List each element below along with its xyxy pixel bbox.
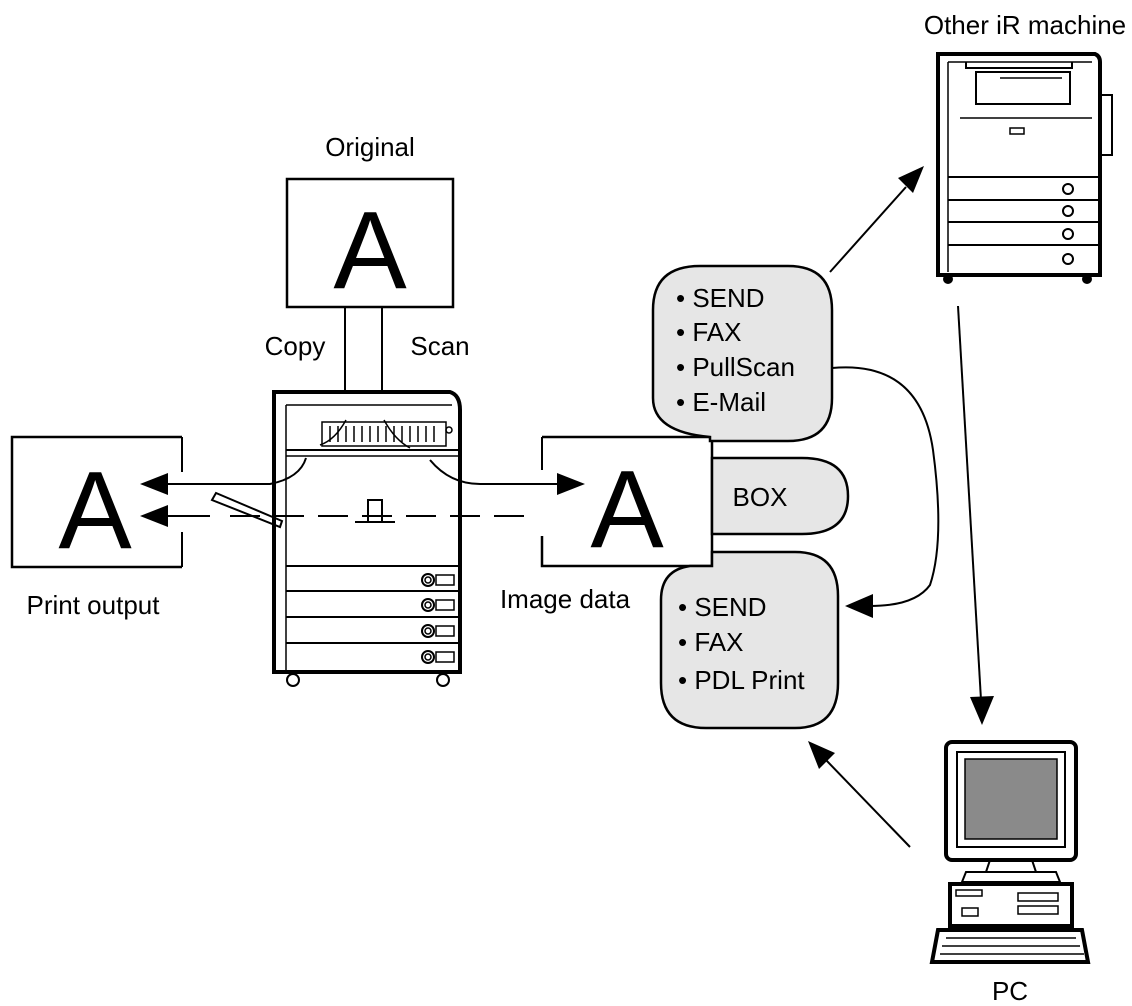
scan-to-data-line	[429, 459, 560, 485]
receive-services-bubble	[659, 550, 840, 730]
send-to-ir-arrowhead	[898, 166, 924, 193]
receive-item: • FAX	[678, 627, 743, 657]
scan-to-data-arrowhead	[557, 473, 585, 495]
copy-output-arrowhead	[140, 473, 168, 495]
send-item: • E-Mail	[676, 387, 766, 417]
ir-to-pc-line	[957, 305, 982, 701]
send-item: • PullScan	[676, 352, 795, 382]
send-to-ir-line	[829, 186, 907, 273]
image-data-document: A	[540, 435, 714, 571]
copy-output-arrow-line	[158, 457, 307, 485]
original-label: Original	[325, 132, 415, 162]
pc-to-receive-arrowhead	[808, 741, 835, 769]
box-label: BOX	[733, 482, 788, 512]
receive-item: • PDL Print	[678, 665, 805, 695]
other-ir-machine-label: Other iR machine	[924, 10, 1126, 40]
scan-label: Scan	[410, 331, 469, 361]
other-ir-machine	[936, 52, 1113, 284]
image-data-label: Image data	[500, 584, 631, 614]
ir-to-pc-arrowhead	[970, 696, 994, 725]
drawer-handles	[421, 573, 455, 664]
original-letter: A	[333, 189, 407, 312]
pullscan-to-receive-line	[831, 366, 940, 607]
send-item: • SEND	[676, 283, 765, 313]
scanner-vents	[329, 426, 435, 442]
copier-machine	[210, 390, 462, 687]
pc-computer	[929, 740, 1091, 964]
receive-services-list: • SEND • FAX • PDL Print	[678, 592, 805, 695]
print-output-letter: A	[58, 449, 132, 572]
send-services-bubble	[651, 264, 834, 443]
print-output-label: Print output	[27, 590, 161, 620]
box-bubble	[710, 456, 850, 536]
monitor-screen	[964, 758, 1058, 840]
receive-item: • SEND	[678, 592, 767, 622]
pc-label: PC	[992, 976, 1028, 1006]
print-output-arrowhead	[140, 505, 168, 527]
pullscan-to-receive-arrowhead	[845, 594, 873, 618]
original-document: A	[285, 177, 455, 312]
copy-label: Copy	[265, 331, 326, 361]
send-services-list: • SEND • FAX • PullScan • E-Mail	[676, 283, 795, 417]
image-data-letter: A	[590, 448, 664, 571]
pc-to-receive-line	[825, 759, 911, 848]
send-item: • FAX	[676, 317, 741, 347]
print-output-document: A	[10, 435, 183, 572]
